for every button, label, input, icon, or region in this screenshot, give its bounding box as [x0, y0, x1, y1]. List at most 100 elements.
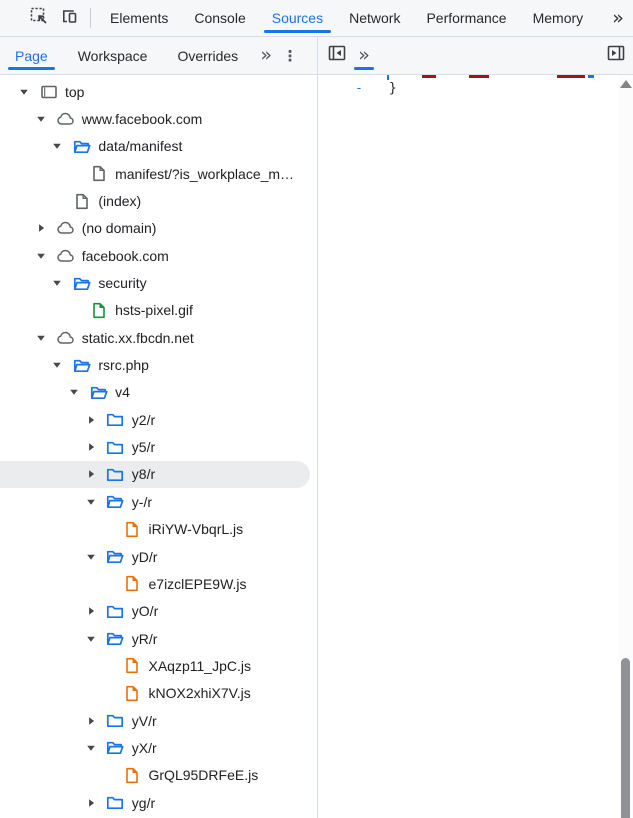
tab-performance[interactable]: Performance [426, 10, 507, 26]
inspect-element-button[interactable] [24, 0, 54, 36]
tree-item-xaqzp11-jpc-js[interactable]: XAqzp11_JpC.js [0, 652, 310, 679]
tree-item-yr-r[interactable]: yR/r [0, 625, 310, 652]
folder-open-icon [106, 548, 125, 566]
tree-item-label: rsrc.php [98, 357, 149, 374]
toolbar-divider [90, 8, 91, 28]
frame-icon [39, 83, 58, 101]
tree-item-label: facebook.com [81, 247, 169, 264]
scrollbar-thumb[interactable] [621, 658, 630, 818]
folder-icon [106, 602, 125, 620]
tree-item-e7izclepe9w-js[interactable]: e7izclEPE9W.js [0, 570, 310, 597]
more-navigator-tabs-chevron-icon[interactable]: » [260, 44, 272, 66]
tab-console[interactable]: Console [194, 10, 246, 26]
tree-expand-arrow-icon[interactable] [83, 603, 99, 619]
tree-collapse-arrow-icon[interactable] [49, 357, 65, 373]
tree-collapse-arrow-icon[interactable] [66, 384, 82, 400]
tree-item-label: y5/r [131, 439, 156, 456]
code-line: - } [318, 78, 633, 99]
tree-item-label: hsts-pixel.gif [115, 302, 193, 319]
tree-item-iriyw-vbqrl-js[interactable]: iRiYW-VbqrL.js [0, 516, 310, 543]
more-panels-chevron-icon[interactable]: » [612, 6, 624, 29]
tree-item-www-facebook-com[interactable]: www.facebook.com [0, 105, 310, 132]
tab-overrides[interactable]: Overrides [177, 47, 239, 64]
tree-item-label: security [98, 275, 147, 292]
file-js-icon [123, 657, 142, 675]
device-toolbar-button[interactable] [54, 0, 84, 36]
tree-item-label: yO/r [131, 603, 159, 620]
tree-expand-arrow-icon[interactable] [83, 795, 99, 811]
tree-expand-arrow-icon[interactable] [83, 439, 99, 455]
tree-item-y2-r[interactable]: y2/r [0, 406, 310, 433]
tree-expand-arrow-icon[interactable] [33, 220, 49, 236]
tree-item-manifest-is-workplace-m[interactable]: manifest/?is_workplace_m… [0, 160, 310, 187]
tree-item-label: yR/r [131, 630, 158, 647]
code-text: } [388, 81, 397, 96]
tab-memory[interactable]: Memory [532, 10, 584, 26]
inspect-cursor-icon [29, 6, 49, 31]
tree-collapse-arrow-icon[interactable] [83, 549, 99, 565]
tree-item-label: yg/r [131, 794, 156, 811]
cloud-icon [56, 110, 75, 128]
tab-sources[interactable]: Sources [259, 0, 336, 36]
tab-workspace[interactable]: Workspace [77, 47, 148, 64]
tab-page[interactable]: Page [0, 37, 63, 74]
cloud-icon [56, 329, 75, 347]
folder-icon [106, 438, 125, 456]
tree-collapse-arrow-icon[interactable] [16, 84, 32, 100]
scroll-up-arrow-icon[interactable] [620, 80, 632, 88]
tree-item-static-xx-fbcdn-net[interactable]: static.xx.fbcdn.net [0, 324, 310, 351]
tree-collapse-arrow-icon[interactable] [49, 138, 65, 154]
collapse-navigator-button[interactable] [323, 37, 351, 74]
tree-item-y5-r[interactable]: y5/r [0, 433, 310, 460]
tree-collapse-arrow-icon[interactable] [49, 275, 65, 291]
tree-item-yv-r[interactable]: yV/r [0, 707, 310, 734]
tree-item-knox2xhix7v-js[interactable]: kNOX2xhiX7V.js [0, 680, 310, 707]
tree-arrow-spacer [66, 302, 82, 318]
tree-item-hsts-pixel-gif[interactable]: hsts-pixel.gif [0, 297, 310, 324]
tree-item-no-domain[interactable]: (no domain) [0, 215, 310, 242]
tree-arrow-spacer [100, 576, 116, 592]
tree-expand-arrow-icon[interactable] [83, 412, 99, 428]
tree-collapse-arrow-icon[interactable] [33, 330, 49, 346]
folder-open-icon [106, 493, 125, 511]
tree-item-grql95drfee-js[interactable]: GrQL95DRFeE.js [0, 762, 310, 789]
devtools-main-toolbar: Elements Console Sources Network Perform… [0, 0, 633, 37]
tree-item-security[interactable]: security [0, 269, 310, 296]
tree-item-data-manifest[interactable]: data/manifest [0, 133, 310, 160]
tree-collapse-arrow-icon[interactable] [33, 111, 49, 127]
tree-item-facebook-com[interactable]: facebook.com [0, 242, 310, 269]
open-tabs-overflow-chevron-icon[interactable]: » [351, 37, 377, 74]
tree-collapse-arrow-icon[interactable] [83, 740, 99, 756]
tree-item-rsrc-php[interactable]: rsrc.php [0, 351, 310, 378]
tree-collapse-arrow-icon[interactable] [83, 494, 99, 510]
tree-item-yd-r[interactable]: yD/r [0, 543, 310, 570]
tree-item-label: www.facebook.com [81, 111, 203, 128]
tree-item-label: GrQL95DRFeE.js [148, 767, 259, 784]
editor-scrollbar[interactable] [619, 75, 633, 818]
tree-arrow-spacer [100, 658, 116, 674]
tree-item-yg-r[interactable]: yg/r [0, 789, 310, 816]
cloud-icon [56, 219, 75, 237]
tree-item-label: yV/r [131, 712, 157, 729]
tree-expand-arrow-icon[interactable] [83, 713, 99, 729]
tab-elements[interactable]: Elements [110, 10, 169, 26]
tree-item-y8-r[interactable]: y8/r [0, 460, 310, 489]
tree-item-label: y-/r [131, 493, 153, 510]
tree-item-top[interactable]: top [0, 78, 310, 105]
show-debugger-sidebar-button[interactable] [602, 37, 630, 74]
tab-network[interactable]: Network [349, 10, 401, 26]
navigator-menu-kebab-icon[interactable]: ⋮ [282, 46, 298, 65]
tree-item-index[interactable]: (index) [0, 187, 310, 214]
tree-collapse-arrow-icon[interactable] [33, 248, 49, 264]
tree-item-label: iRiYW-VbqrL.js [148, 521, 244, 538]
folder-open-icon [106, 630, 125, 648]
tree-expand-arrow-icon[interactable] [83, 466, 99, 482]
source-editor[interactable]: - } [318, 75, 633, 818]
tree-item-y-r[interactable]: y-/r [0, 488, 310, 515]
tree-item-yo-r[interactable]: yO/r [0, 598, 310, 625]
tree-item-yx-r[interactable]: yX/r [0, 734, 310, 761]
tree-item-v4[interactable]: v4 [0, 379, 310, 406]
tree-collapse-arrow-icon[interactable] [83, 631, 99, 647]
